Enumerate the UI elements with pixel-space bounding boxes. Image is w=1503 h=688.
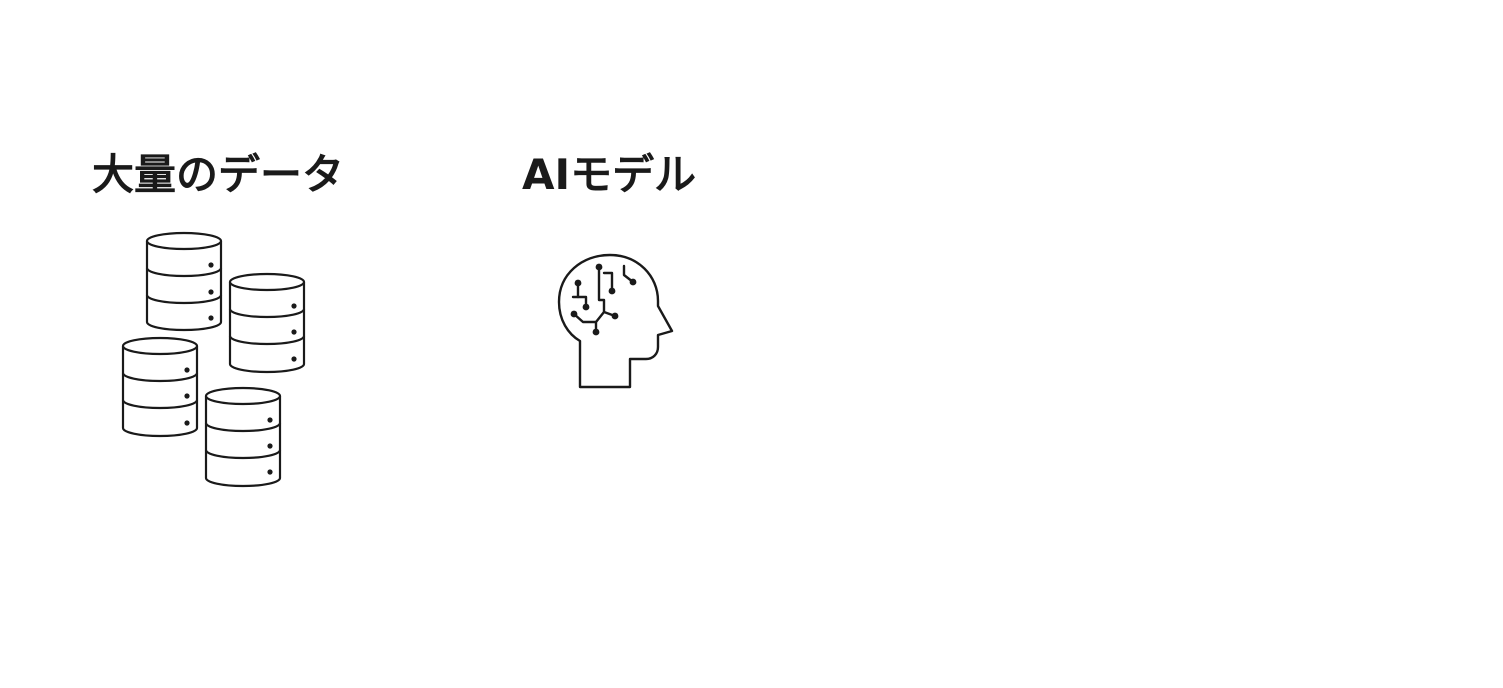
database-stack-icon: [121, 231, 306, 488]
database-icon: [228, 272, 306, 374]
database-icon: [204, 386, 282, 488]
ai-head-icon: [557, 253, 674, 389]
database-icon: [145, 231, 223, 332]
model-stage-label: AIモデル: [522, 150, 697, 199]
data-stage-label: 大量のデータ: [92, 150, 345, 199]
database-icon: [121, 336, 199, 438]
